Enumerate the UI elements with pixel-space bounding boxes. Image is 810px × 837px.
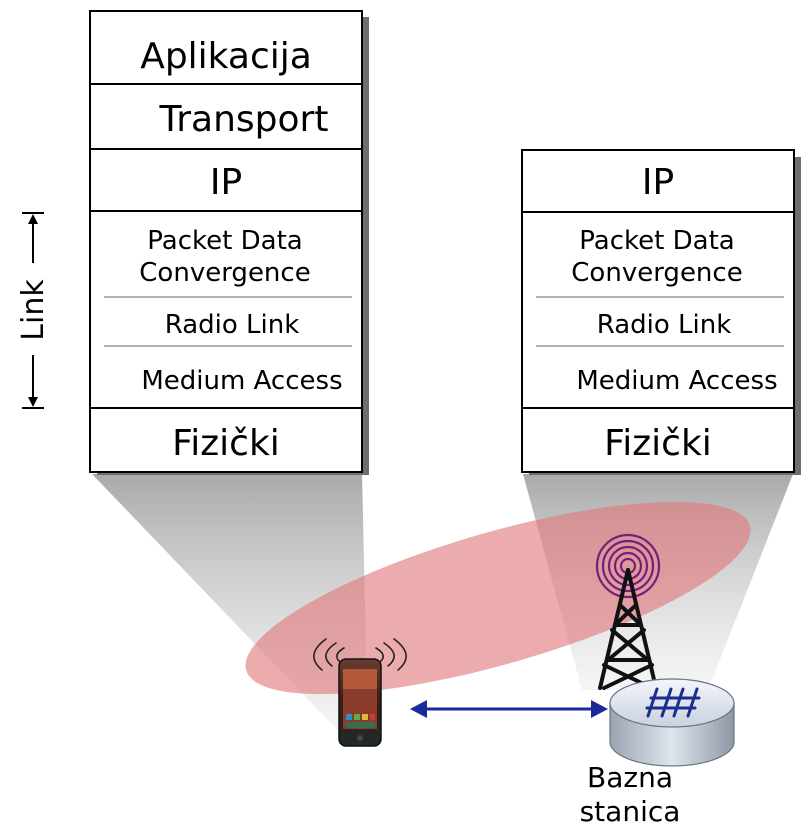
smartphone-icon [338, 658, 382, 747]
link-label: Link [16, 279, 51, 341]
phone-radio-waves-icon [313, 638, 407, 671]
base-station-label-line1: Bazna [587, 761, 673, 794]
link-layer-bracket: Link [16, 212, 51, 409]
phone-layer-medium-access: Medium Access [141, 366, 342, 396]
radio-tower-icon [595, 533, 661, 690]
phone-to-base-station-arrow [410, 700, 608, 718]
base-layer-pdc-line2: Convergence [571, 258, 742, 288]
phone-layer-radio-link: Radio Link [165, 310, 300, 340]
base-layer-radio-link: Radio Link [597, 310, 732, 340]
base-layer-pdc-line1: Packet Data [579, 226, 734, 256]
base-layer-medium-access: Medium Access [576, 366, 777, 396]
phone-layer-physical: Fizički [172, 423, 280, 464]
base-layer-physical: Fizički [604, 423, 712, 464]
base-layer-ip: IP [642, 162, 674, 203]
base-station-router-icon [609, 678, 735, 767]
phone-layer-pdc-line1: Packet Data [147, 226, 302, 256]
base-station-label: Bazna stanica [560, 761, 700, 829]
phone-layer-application: Aplikacija [140, 36, 312, 77]
wireless-link-ellipse [245, 501, 751, 695]
phone-layer-transport: Transport [159, 99, 329, 140]
base-station-label-line2: stanica [579, 795, 681, 828]
phone-layer-ip: IP [210, 162, 242, 203]
phone-layer-pdc-line2: Convergence [139, 258, 310, 288]
base-station-protocol-stack: IP Packet Data Convergence Radio Link Me… [521, 149, 801, 475]
phone-protocol-stack: Aplikacija Transport IP Packet Data Conv… [89, 10, 369, 475]
